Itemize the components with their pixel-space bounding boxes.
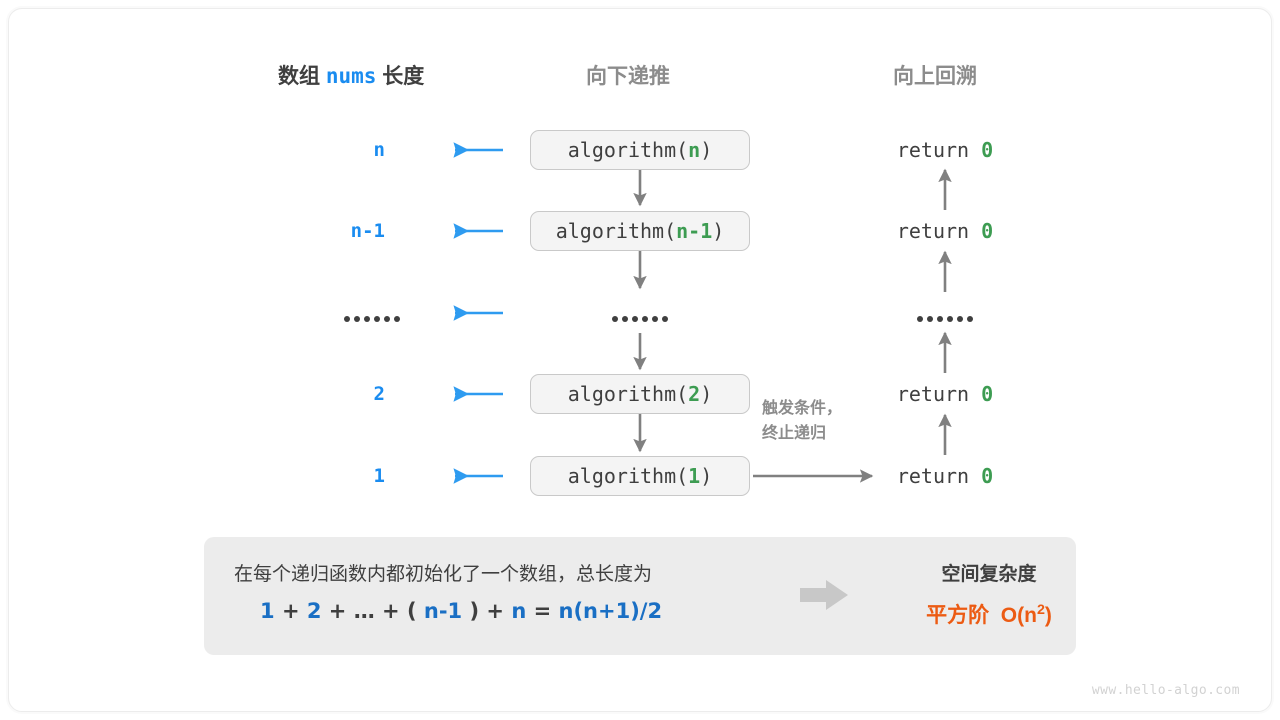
call-arg: 2 <box>688 382 701 406</box>
complexity-notation: O(n2) <box>1000 602 1052 627</box>
call-arg: 1 <box>688 464 701 488</box>
return-label: return 0 <box>897 138 993 162</box>
formula-token: ) <box>469 599 480 623</box>
summary-panel: 在每个递归函数内都初始化了一个数组，总长度为 1 + 2 + … + ( n-1… <box>204 537 1076 655</box>
length-label: 2 <box>373 383 385 405</box>
call-prefix: algorithm( <box>555 219 677 243</box>
header-middle: 向下递推 <box>586 65 670 88</box>
return-label: return 0 <box>897 219 993 243</box>
summary-result-value: 平方阶 O(n2) <box>904 599 1074 629</box>
summary-description: 在每个递归函数内都初始化了一个数组，总长度为 <box>234 564 653 585</box>
return-label: return 0 <box>897 382 993 406</box>
call-box: algorithm(2) <box>530 374 750 414</box>
length-label: 1 <box>373 465 385 487</box>
call-prefix: algorithm( <box>567 464 689 488</box>
return-keyword: return <box>896 382 970 406</box>
ellipsis-dots-left <box>344 316 400 322</box>
formula-token: + <box>328 599 347 623</box>
call-suffix: ) <box>700 138 713 162</box>
return-keyword: return <box>896 138 970 162</box>
header-right: 向上回溯 <box>893 65 977 88</box>
call-box: algorithm(1) <box>530 456 750 496</box>
complexity-label: 平方阶 <box>926 604 990 627</box>
formula-token: + <box>382 599 400 623</box>
call-suffix: ) <box>700 382 713 406</box>
call-arg: n-1 <box>676 219 713 243</box>
annotation-line-1: 触发条件， <box>762 400 843 417</box>
return-value: 0 <box>981 464 994 488</box>
header-left-prefix: 数组 <box>278 65 320 88</box>
summary-formula: 1 + 2 + … + ( n-1 ) + n = n(n+1)/2 <box>260 599 662 623</box>
formula-token: + <box>281 599 300 623</box>
annotation-line-2: 终止递归 <box>762 424 827 442</box>
ellipsis-dots-middle <box>612 316 668 322</box>
call-prefix: algorithm( <box>567 382 689 406</box>
formula-token: ( <box>406 599 417 623</box>
header-left: 数组 nums 长度 <box>278 60 424 90</box>
formula-token: 2 <box>306 599 322 623</box>
call-suffix: ) <box>700 464 713 488</box>
return-value: 0 <box>981 138 994 162</box>
ellipsis-dots-right <box>917 316 973 322</box>
return-label: return 0 <box>897 464 993 488</box>
watermark: www.hello-algo.com <box>1091 683 1240 698</box>
formula-token: … <box>353 599 375 623</box>
header-left-mono: nums <box>325 64 377 88</box>
return-keyword: return <box>896 219 970 243</box>
call-suffix: ) <box>712 219 725 243</box>
call-prefix: algorithm( <box>567 138 689 162</box>
formula-token: n-1 <box>423 599 463 623</box>
formula-token: + <box>486 599 504 623</box>
return-value: 0 <box>981 219 994 243</box>
call-arg: n <box>688 138 701 162</box>
return-keyword: return <box>896 464 970 488</box>
call-box: algorithm(n) <box>530 130 750 170</box>
formula-token: 1 <box>260 599 275 623</box>
length-label: n-1 <box>350 220 385 242</box>
formula-token: = <box>533 599 552 623</box>
base-case-annotation: 触发条件， 终止递归 <box>762 397 842 447</box>
summary-result-title: 空间复杂度 <box>941 564 1037 585</box>
summary-block-arrow <box>800 580 848 610</box>
length-label: n <box>373 139 385 161</box>
header-left-suffix: 长度 <box>382 65 425 88</box>
return-value: 0 <box>981 382 994 406</box>
formula-token: n(n+1)/2 <box>558 599 663 623</box>
call-box: algorithm(n-1) <box>530 211 750 251</box>
formula-token: n <box>511 599 527 623</box>
